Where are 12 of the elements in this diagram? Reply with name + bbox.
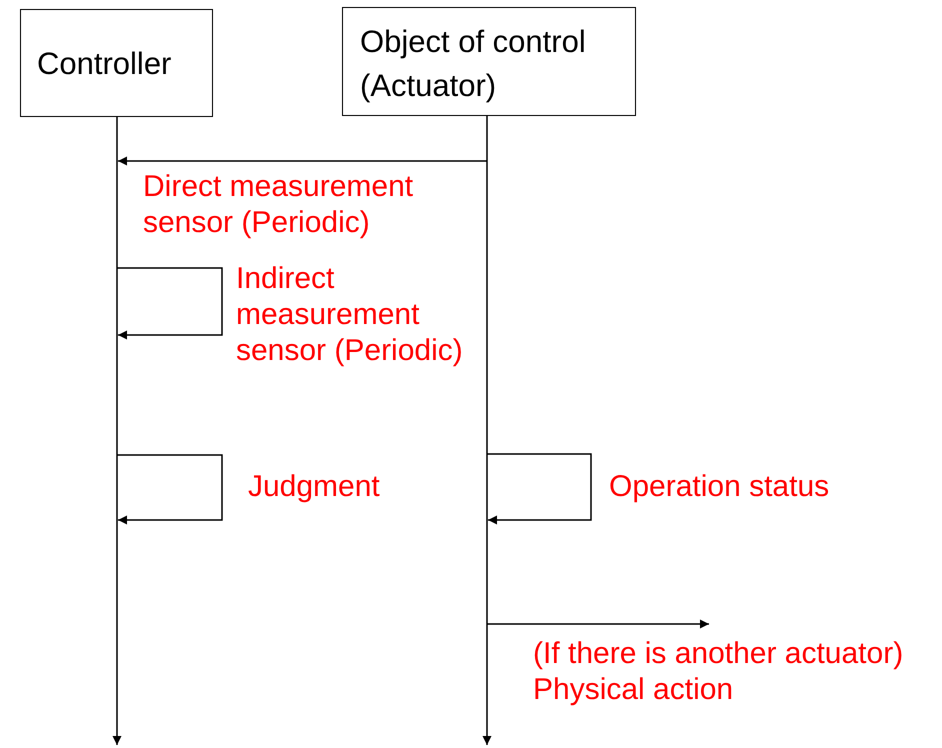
message-arrow: [118, 156, 487, 166]
message-label: (If there is another actuator) Physical action: [533, 636, 904, 708]
self-message-arrow: [117, 267, 223, 340]
message-arrow: [487, 620, 709, 628]
message-label: Judgment: [248, 469, 381, 505]
self-message-arrow: [487, 453, 592, 524]
message-label: Operation status: [609, 469, 830, 505]
self-message-arrow: [117, 454, 223, 524]
message-label: Direct measurement sensor (Periodic): [143, 169, 414, 241]
participant-name: Controller: [37, 45, 172, 83]
message-label: Indirect measurement sensor (Periodic): [236, 261, 464, 369]
participant-name: Object of control (Actuator): [360, 23, 587, 105]
